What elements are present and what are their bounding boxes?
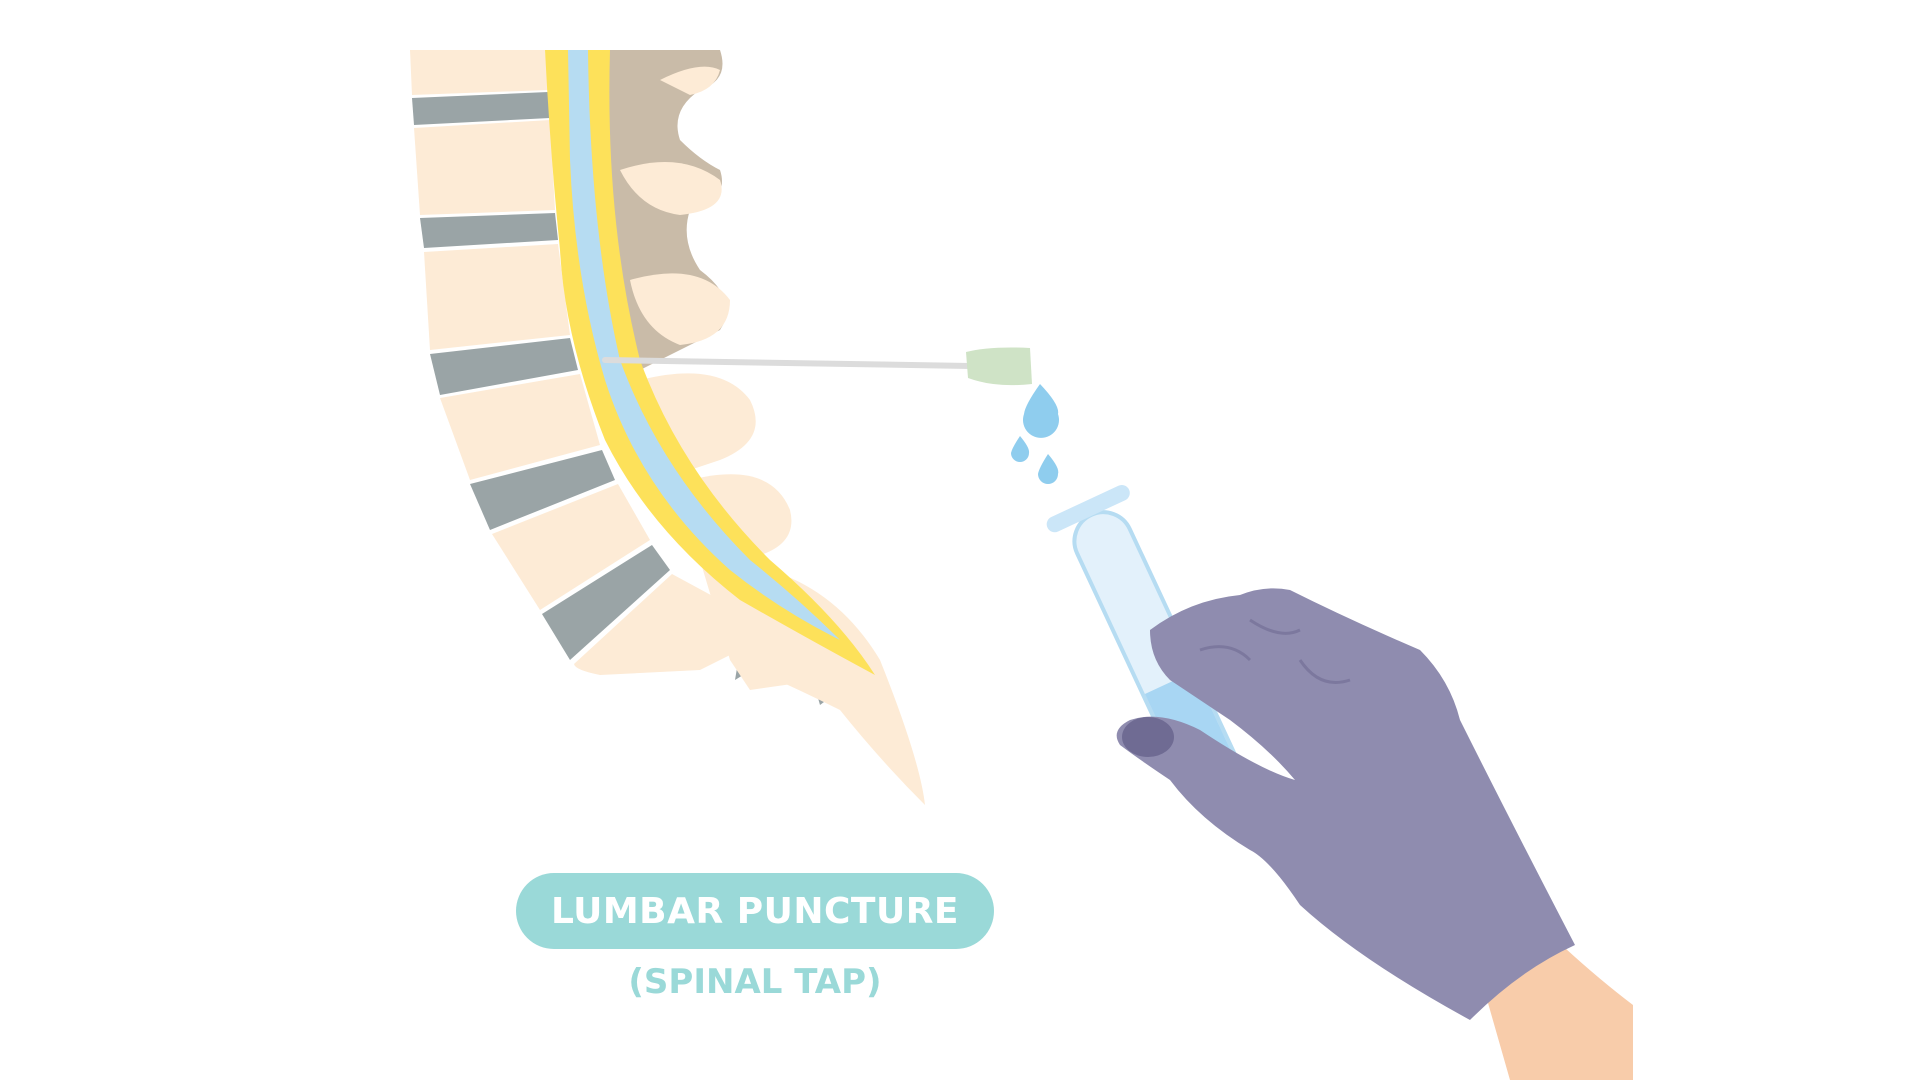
- gloved-hand: [1116, 588, 1633, 1080]
- spinous-processes: [600, 50, 792, 560]
- lumbar-puncture-label: LUMBAR PUNCTURE: [516, 873, 994, 949]
- vertebrae: [410, 50, 925, 805]
- csf-drops: [1011, 384, 1059, 484]
- label-title: LUMBAR PUNCTURE: [550, 890, 960, 932]
- spinal-tap-subtitle: (SPINAL TAP): [628, 962, 882, 1002]
- spinal-needle: [602, 347, 1032, 386]
